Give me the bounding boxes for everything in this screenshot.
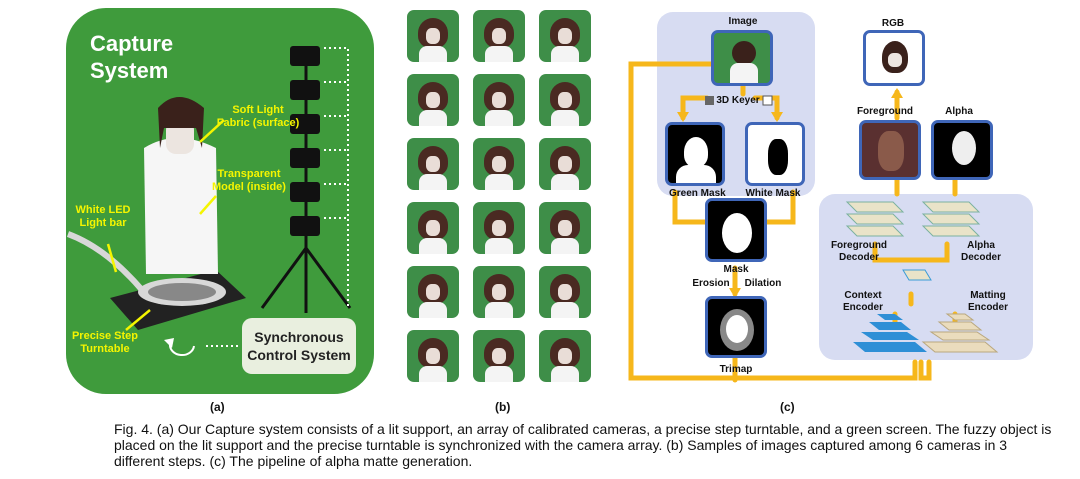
- white-mask-image: [745, 122, 805, 186]
- sample-thumbnail: [407, 74, 459, 126]
- trimap-image: [705, 296, 767, 358]
- label-transparent-model: Transparent Model (inside): [212, 168, 286, 193]
- foreground-decoder-stack: [845, 201, 905, 237]
- capture-rig-illustration: [66, 46, 352, 356]
- bottleneck-block: [902, 269, 932, 281]
- label-foreground-decoder: Foreground Decoder: [830, 240, 888, 263]
- sample-thumbnail: [539, 10, 591, 62]
- alpha-decoder-stack: [921, 201, 981, 237]
- mask-image: [705, 198, 767, 262]
- sample-thumbnail: [539, 202, 591, 254]
- sample-images-grid: [404, 8, 602, 394]
- keyer-box-filled: [705, 96, 714, 105]
- title-line-2: System: [90, 58, 169, 83]
- sample-thumbnail: [407, 330, 459, 382]
- sample-thumbnail: [539, 266, 591, 318]
- label-led-light-bar: White LED Light bar: [75, 204, 131, 229]
- label-image: Image: [728, 16, 758, 27]
- label-green-mask: Green Mask: [669, 188, 726, 199]
- label-mask: Mask: [723, 264, 749, 275]
- alpha-matte-pipeline: Image 3D Keyer Green Mask White Mask Mas…: [625, 8, 1065, 394]
- label-trimap: Trimap: [719, 364, 753, 375]
- capture-system-title: Capture System: [90, 30, 173, 84]
- sublabel-a: (a): [210, 400, 225, 414]
- keyer-box-empty: [762, 95, 773, 106]
- title-line-1: Capture: [90, 31, 174, 56]
- alpha-output-image: [931, 120, 993, 180]
- label-context-encoder: Context Encoder: [842, 290, 883, 313]
- sample-thumbnail: [473, 330, 525, 382]
- label-alpha: Alpha: [945, 106, 973, 117]
- sample-thumbnail: [473, 138, 525, 190]
- sample-thumbnail: [539, 74, 591, 126]
- sample-thumbnail: [473, 266, 525, 318]
- sample-thumbnail: [407, 266, 459, 318]
- sync-control-box: Synchronous Control System: [242, 318, 356, 374]
- sample-thumbnail: [473, 202, 525, 254]
- label-erosion: Erosion: [692, 278, 730, 289]
- input-image: [711, 30, 773, 86]
- rgb-output-image: [863, 30, 925, 86]
- figure-caption: Fig. 4. (a) Our Capture system consists …: [114, 421, 1052, 469]
- label-soft-light: Soft Light Fabric (surface): [216, 104, 300, 129]
- sublabel-c: (c): [780, 400, 795, 414]
- label-rgb: RGB: [881, 18, 905, 29]
- sample-thumbnail: [539, 330, 591, 382]
- label-foreground: Foreground: [856, 106, 914, 117]
- label-white-mask: White Mask: [745, 188, 801, 199]
- context-encoder-stack: [853, 314, 927, 352]
- sample-thumbnail: [407, 138, 459, 190]
- green-mask-image: [665, 122, 725, 186]
- label-matting-encoder: Matting Encoder: [967, 290, 1008, 313]
- pipeline-diagram: [628, 12, 1033, 383]
- sublabel-b: (b): [495, 400, 511, 414]
- label-turntable: Precise Step Turntable: [71, 330, 139, 355]
- sample-thumbnail: [473, 74, 525, 126]
- label-alpha-decoder: Alpha Decoder: [960, 240, 1001, 263]
- capture-system-panel: Capture System: [66, 8, 374, 394]
- sample-thumbnail: [473, 10, 525, 62]
- foreground-output-image: [859, 120, 921, 180]
- sample-thumbnail: [407, 10, 459, 62]
- matting-encoder-stack: [921, 313, 999, 353]
- sample-thumbnail: [539, 138, 591, 190]
- label-3d-keyer: 3D Keyer: [716, 95, 760, 106]
- sample-thumbnail: [407, 202, 459, 254]
- label-dilation: Dilation: [744, 278, 782, 289]
